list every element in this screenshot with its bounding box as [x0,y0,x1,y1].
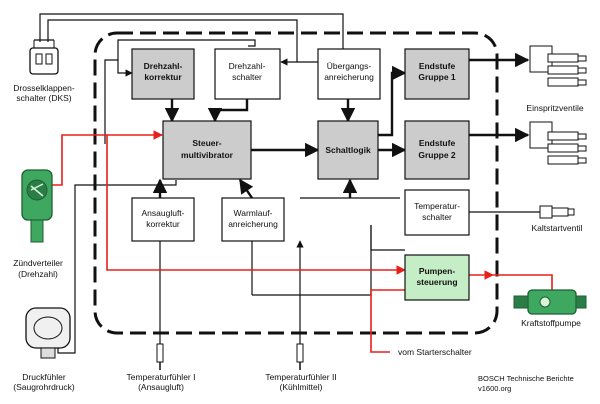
ansaugluftkorrektur-label-1: Ansaugluft- [142,208,185,218]
drehzahlkorrektur-label-1: Drehzahl- [144,61,183,71]
temperature-sensor-icon [296,343,304,370]
temperature-sensor-icon [156,343,164,370]
warmlaufanreicherung-label-1: Warmlauf- [234,208,273,218]
druckfuehler-label-1: Druckfühler [22,372,66,382]
control-unit-boundary [93,31,499,335]
kaltstartventil-label: Kaltstartventil [531,223,582,233]
drehzahlschalter-label-1: Drehzahl- [229,61,266,71]
dks-label-1: Drosselklappen- [13,83,75,93]
endstufe2-label-2: Gruppe 2 [418,150,456,160]
credit-line-2: v1600.org [478,384,511,393]
block-pumpensteuerung: Pumpen- steuerung [404,254,470,301]
einspritzventile-label: Einspritzventile [526,103,583,113]
block-uebergangsanreicherung: Übergangs- anreicherung [317,48,381,100]
kraftstoffpumpe-label: Kraftstoffpumpe [521,318,581,328]
drehzahlschalter-label-2: schalter [232,72,262,82]
block-endstufe-1: Endstufe Gruppe 1 [404,48,470,100]
starterschalter-label: vom Starterschalter [398,347,472,357]
block-schaltlogik: Schaltlogik [317,120,379,180]
connection-lines [39,13,540,354]
pumpensteuerung-label-2: steuerung [416,277,457,287]
temp1-label-1: Temperaturfühler I [127,372,196,382]
block-warmlaufanreicherung: Warmlauf- anreicherung [221,197,285,242]
temperaturschalter-label-2: schalter [422,212,452,222]
endstufe1-label-2: Gruppe 1 [418,72,456,82]
drehzahlkorrektur-label-2: korrektur [144,72,182,82]
multivibrator-label-2: multivibrator [181,150,234,160]
temperaturschalter-label-1: Temperatur- [414,201,460,211]
injector-icon [529,121,587,165]
temp2-label-1: Temperaturfühler II [265,372,336,382]
block-ansaugluftkorrektur: Ansaugluft- korrektur [131,197,195,242]
red-signal-lines [46,130,553,353]
block-drehzahlschalter: Drehzahl- schalter [214,48,281,100]
pressure-sensor-icon [25,307,71,359]
zuendverteiler-label-2: (Drehzahl) [18,269,58,279]
block-temperaturschalter: Temperatur- schalter [404,189,470,236]
injector-icon [529,45,587,87]
cold-start-valve-icon [539,205,575,219]
ansaugluftkorrektur-label-2: korrektur [146,219,180,229]
fuel-pump-icon [513,289,587,315]
druckfuehler-label-2: (Saugrohrdruck) [13,382,75,392]
credit-line-1: BOSCH Technische Berichte [478,374,574,383]
pumpensteuerung-label-1: Pumpen- [419,266,456,276]
schaltlogik-label: Schaltlogik [325,145,371,155]
dks-connector-icon [29,39,59,75]
dks-label-2: schalter (DKS) [16,93,71,103]
distributor-icon [21,169,53,243]
uebergangsanreicherung-label-2: anreicherung [324,72,374,82]
block-steuermultivibrator: Steuer- multivibrator [162,120,252,180]
multivibrator-label-1: Steuer- [192,138,221,148]
uebergangsanreicherung-label-1: Übergangs- [327,61,372,71]
temp1-label-2: (Ansaugluft) [138,382,184,392]
warmlaufanreicherung-label-2: anreicherung [228,219,278,229]
block-endstufe-2: Endstufe Gruppe 2 [404,120,470,180]
endstufe1-label-1: Endstufe [419,61,456,71]
zuendverteiler-label-1: Zündverteiler [13,258,63,268]
temp2-label-2: (Kühlmittel) [280,382,323,392]
block-drehzahlkorrektur: Drehzahl- korrektur [131,48,195,100]
endstufe2-label-1: Endstufe [419,138,456,148]
